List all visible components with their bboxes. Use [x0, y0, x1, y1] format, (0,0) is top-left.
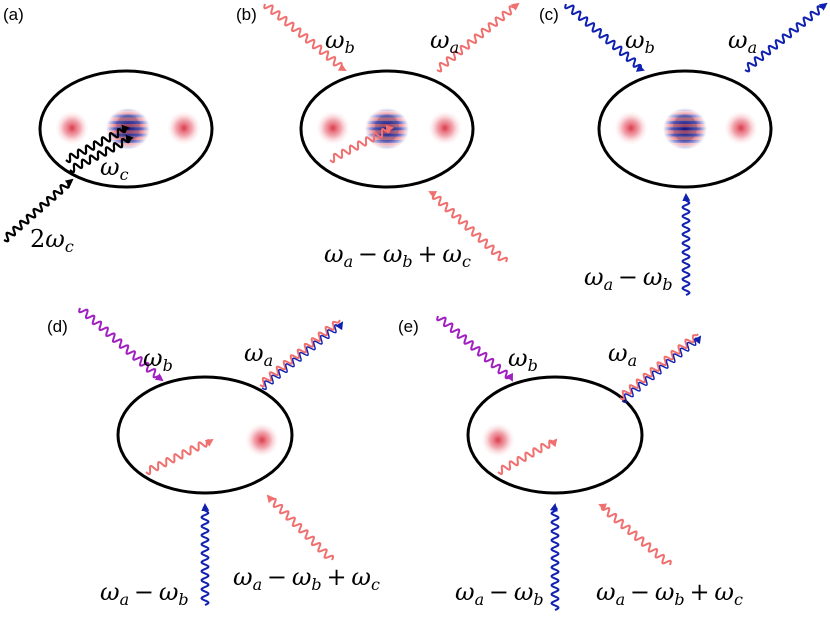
- photon-arrow-inner: [497, 438, 558, 476]
- fringe-stripe: [663, 143, 707, 147]
- mode-blob: [427, 110, 463, 146]
- label-expression: ωa − ωb: [455, 578, 544, 609]
- photon-arrow-inner: [145, 438, 214, 476]
- label-2omega-c: 2ωc: [30, 225, 74, 256]
- mode-blob: [613, 110, 649, 146]
- mode-blob: [723, 110, 759, 146]
- fringe-stripe: [106, 143, 150, 147]
- fringe-stripe: [663, 120, 707, 124]
- photon-arrow-wb: [436, 315, 513, 382]
- label-omega-b: ωb: [143, 344, 173, 375]
- mode-blob: [166, 110, 202, 146]
- fringe-stripe: [365, 140, 409, 144]
- mode-blob: [480, 422, 516, 458]
- fringe-stripe: [365, 117, 409, 121]
- fringe-stripe: [365, 120, 409, 124]
- fringe-stripe: [663, 146, 707, 150]
- panel-label-b: (b): [236, 5, 257, 24]
- label-expression: ωa − ωb: [100, 578, 189, 609]
- fringe-stripe: [663, 124, 707, 128]
- label-omega-b: ωb: [325, 26, 355, 57]
- label-omega-b: ωb: [508, 344, 538, 375]
- cavity-ellipse-a: [38, 69, 214, 189]
- label-omega-c: ωc: [100, 153, 129, 184]
- photon-arrow-inner: [69, 134, 134, 174]
- mode-blob: [315, 110, 351, 146]
- label-omega-a: ωa: [430, 26, 459, 57]
- fringe-stripe: [663, 108, 707, 112]
- photon-arrow-pump: [3, 178, 74, 243]
- photon-arrow-probe: [598, 503, 672, 566]
- photon-arrow-probe: [681, 193, 691, 296]
- fringe-stripe: [106, 111, 150, 115]
- cavity-ellipse-e: [466, 375, 644, 495]
- photon-arrow-probe: [200, 503, 210, 606]
- fringe-stripe: [106, 108, 150, 112]
- fringe-stripe: [365, 108, 409, 112]
- label-omega-a: ωa: [728, 26, 757, 57]
- label-expression: ωa − ωb + ωc: [233, 563, 380, 594]
- cavity-ellipse-d: [116, 375, 294, 495]
- fringe-stripe: [663, 130, 707, 134]
- fringe-stripe: [663, 117, 707, 121]
- photon-arrow-wa: [621, 335, 702, 404]
- photon-arrow-wb: [78, 307, 164, 382]
- panel-label-d: (d): [47, 317, 68, 336]
- photon-arrow-inner: [65, 124, 130, 164]
- fringe-stripe: [365, 136, 409, 140]
- fringe-stripe: [663, 111, 707, 115]
- fringe-stripe: [106, 114, 150, 118]
- interference-fringes: [365, 108, 409, 150]
- label-omega-b: ωb: [625, 26, 655, 57]
- fringe-stripe: [663, 140, 707, 144]
- fringe-stripe: [106, 146, 150, 150]
- panel-label-e: (e): [398, 317, 419, 336]
- photon-arrow-wa: [619, 333, 699, 401]
- fringe-core: [673, 114, 697, 142]
- fringe-stripe: [663, 136, 707, 140]
- fringe-stripe: [663, 133, 707, 137]
- fringe-stripe: [663, 127, 707, 131]
- fringe-stripe: [365, 133, 409, 137]
- fringe-stripe: [365, 143, 409, 147]
- mode-blob: [54, 110, 90, 146]
- photon-arrow-probe: [428, 191, 508, 263]
- fringe-stripe: [365, 146, 409, 150]
- photon-arrow-wa: [259, 319, 341, 388]
- fringe-stripe: [663, 114, 707, 118]
- label-expression: ωa − ωb + ωc: [324, 240, 471, 271]
- interference-fringes: [663, 108, 707, 150]
- cavity-ellipse-c: [597, 69, 773, 189]
- photon-arrow-wa: [744, 2, 828, 73]
- label-omega-a: ωa: [244, 339, 273, 370]
- fringe-stripe: [365, 111, 409, 115]
- panel-label-c: (c): [539, 5, 559, 24]
- panel-label-a: (a): [3, 5, 24, 24]
- photon-arrow-inner: [329, 124, 394, 164]
- photon-arrow-wa: [261, 321, 344, 391]
- fringe-stripe: [106, 117, 150, 121]
- photon-arrow-wb: [263, 3, 347, 71]
- cavity-ellipse-b: [299, 69, 475, 189]
- photon-arrow-wb: [564, 3, 645, 72]
- fringe-stripe: [365, 114, 409, 118]
- fringe-stripe: [106, 120, 150, 124]
- mode-blob: [244, 422, 280, 458]
- label-omega-a: ωa: [608, 339, 637, 370]
- photon-arrow-probe: [266, 494, 335, 561]
- photon-arrow-probe: [549, 503, 560, 611]
- fringe-core: [375, 114, 399, 142]
- label-expression: ωa − ωb: [584, 263, 673, 294]
- label-expression: ωa − ωb + ωc: [596, 578, 743, 609]
- photon-arrow-wa: [436, 2, 520, 73]
